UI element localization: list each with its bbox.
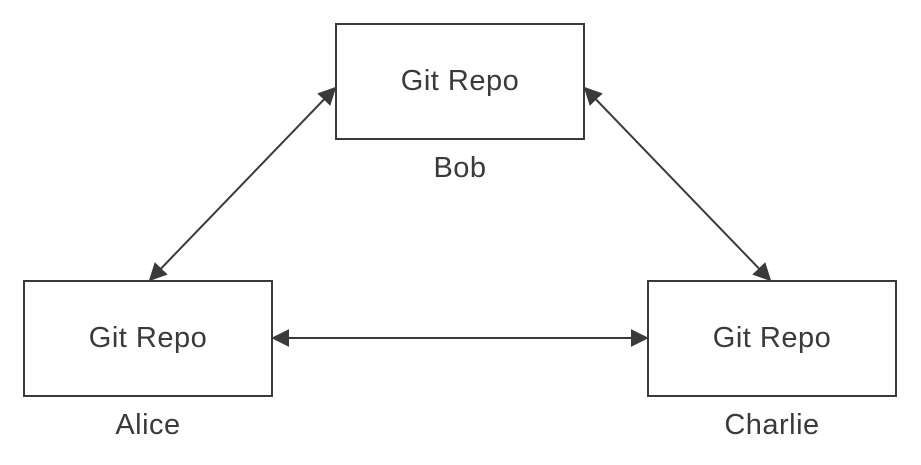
node-box-charlie-label: Git Repo — [712, 322, 832, 354]
node-box-bob: Git Repo — [335, 23, 585, 140]
node-name-charlie: Charlie — [724, 409, 820, 441]
node-box-charlie: Git Repo — [647, 280, 897, 397]
node-name-alice: Alice — [115, 409, 181, 441]
arrow-bob-alice — [148, 86, 337, 282]
node-box-alice: Git Repo — [23, 280, 273, 397]
node-box-alice-label: Git Repo — [88, 322, 208, 354]
node-box-bob-label: Git Repo — [400, 65, 520, 97]
node-name-bob: Bob — [433, 152, 487, 184]
arrow-bob-charlie — [583, 86, 772, 282]
